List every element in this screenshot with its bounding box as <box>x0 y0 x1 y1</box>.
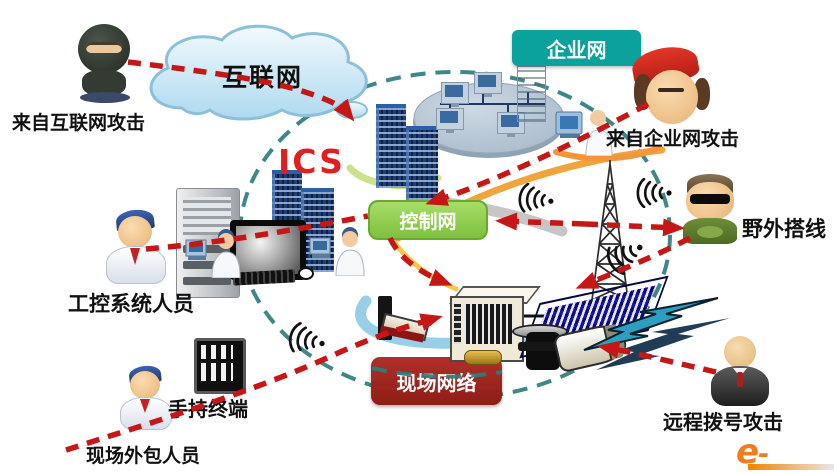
wiretap-label: 野外搭线 <box>742 217 826 241</box>
stand <box>484 93 492 97</box>
enterprise-computer-icon <box>474 72 502 97</box>
enterprise-computer-icon <box>436 108 464 133</box>
outsourced-figure-icon <box>120 364 172 430</box>
outsourced-tie <box>140 399 150 413</box>
control-network-banner: 控制网 <box>368 200 488 240</box>
lightning-bolt-icon <box>583 297 730 370</box>
stand <box>451 103 459 107</box>
mouse-icon <box>298 267 314 280</box>
staff-tie <box>130 248 140 265</box>
hacker-figure-icon <box>70 24 140 106</box>
field-reader-icon <box>372 296 430 344</box>
enterprise-server-icon <box>517 66 546 122</box>
screen <box>478 75 496 87</box>
ninja-body <box>82 70 126 96</box>
field-banner-label: 现场网络 <box>396 370 477 395</box>
staff-head <box>118 216 152 248</box>
terminal-slots <box>201 363 233 381</box>
outsourced-head <box>130 371 160 399</box>
remote-attacker-tie <box>737 372 743 387</box>
enterprise-banner-label: 企业网 <box>546 37 607 62</box>
spy-figure-icon <box>628 42 722 136</box>
ninja-eye-band <box>86 42 122 53</box>
remote-dial-label: 远程拨号攻击 <box>663 410 783 434</box>
wireless-signal-icon <box>518 182 554 213</box>
spy-face <box>646 70 698 124</box>
cloud-tail <box>336 101 368 119</box>
wiretapper-figure-icon <box>682 174 740 248</box>
logo-wor: wor <box>736 472 791 474</box>
gold-cylinder-icon <box>464 350 502 365</box>
plc-rack-icon <box>448 286 542 362</box>
stand <box>446 129 454 133</box>
ics-label: ICS <box>278 142 345 181</box>
internet-cloud-label: 互联网 <box>222 63 304 92</box>
stand <box>507 133 515 137</box>
handheld-terminal-icon <box>194 338 246 394</box>
operator-at-laptop-icon <box>309 227 365 276</box>
screen <box>445 85 463 97</box>
logo-s: s <box>807 472 823 474</box>
wiretapper-hands <box>697 226 723 238</box>
server-building-icon <box>406 126 438 206</box>
ics-staff-label: 工控系统人员 <box>68 292 194 316</box>
server-building-icon <box>376 104 406 188</box>
spy-hair-right <box>694 78 710 110</box>
wireless-signal-icon <box>636 178 672 208</box>
logo-e: e <box>736 432 759 472</box>
outsourced-staff-label: 现场外包人员 <box>86 445 201 467</box>
screen <box>440 111 458 123</box>
control-banner-label: 控制网 <box>399 210 457 233</box>
sunglasses-icon <box>690 194 730 204</box>
remote-attacker-head <box>724 336 756 368</box>
eworks-logo: e- works <box>736 432 836 474</box>
handheld-terminal-label: 手持终端 <box>168 397 248 421</box>
terminal-slots <box>201 345 233 359</box>
logo-k: k <box>790 472 808 474</box>
ninja-base <box>80 92 130 103</box>
rack-slot <box>183 277 231 285</box>
enterprise-computer-icon <box>441 82 469 107</box>
remote-attacker-figure-icon <box>710 336 770 410</box>
rack-slot <box>183 261 231 269</box>
logo-underline <box>748 464 834 470</box>
logo-hyphen: - <box>758 439 769 470</box>
enterprise-network-banner: 企业网 <box>512 30 641 66</box>
internet-attack-label: 来自互联网攻击 <box>12 112 146 134</box>
plc-led-column <box>454 304 461 344</box>
operator-at-laptop-icon <box>185 229 241 278</box>
spy-eyes <box>658 88 684 92</box>
plc-card-slots <box>464 304 514 344</box>
enterprise-attack-label: 来自企业网攻击 <box>606 128 740 150</box>
ics-staff-figure-icon <box>106 208 166 284</box>
